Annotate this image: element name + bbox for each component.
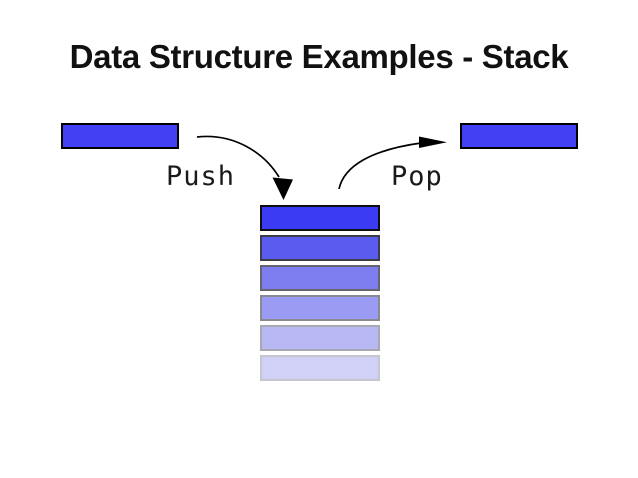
- stack-level: [260, 235, 380, 261]
- pop-label: Pop: [391, 161, 443, 192]
- stack-container: [260, 205, 380, 385]
- stack-level: [260, 355, 380, 381]
- stack-level: [260, 265, 380, 291]
- stack-level: [260, 295, 380, 321]
- pop-item-rect: [460, 123, 578, 149]
- stack-level: [260, 325, 380, 351]
- slide-title: Data Structure Examples - Stack: [69, 38, 569, 75]
- push-label: Push: [166, 161, 236, 192]
- push-item-rect: [61, 123, 179, 149]
- pop-arrowhead-icon: [419, 136, 447, 148]
- stack-level: [260, 205, 380, 231]
- push-arrowhead-icon: [272, 177, 293, 200]
